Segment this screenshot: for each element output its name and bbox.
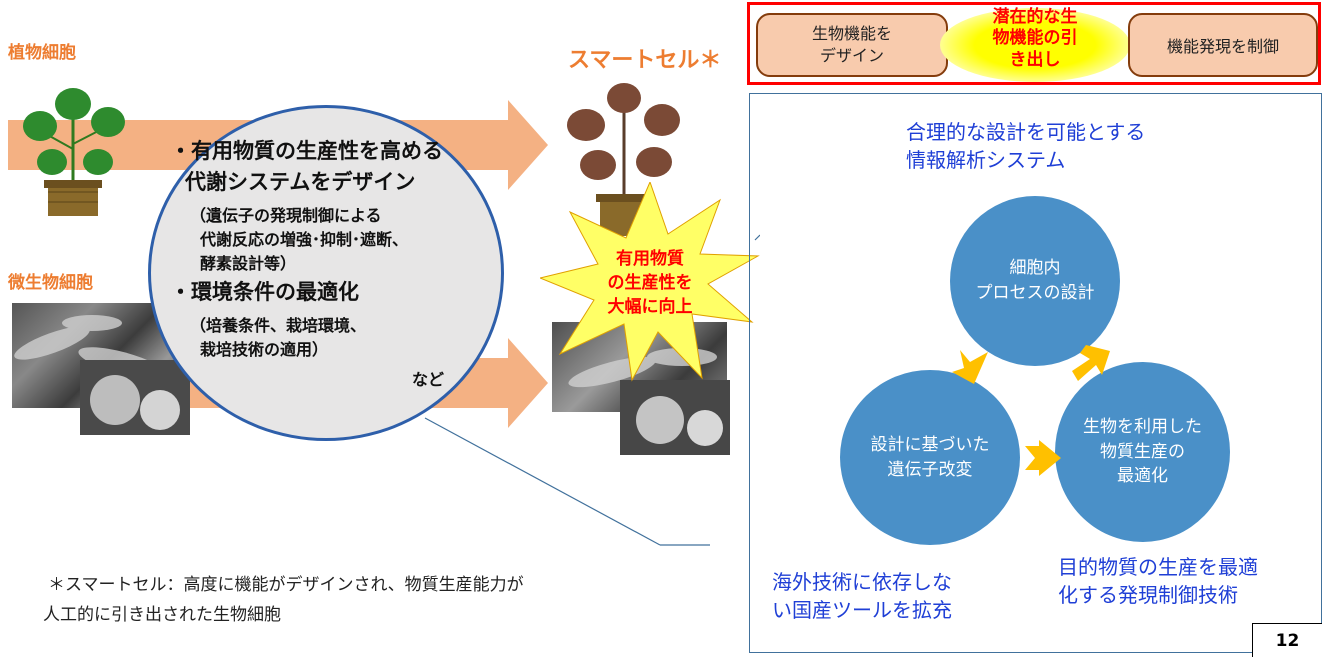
circle-production-optimization: 生物を利用した物質生産の最適化 bbox=[1055, 362, 1230, 542]
page-number: 12 bbox=[1252, 623, 1322, 657]
ellipse-point-1b: 代謝システムをデザイン bbox=[185, 170, 416, 194]
potential-line-1: 潜在的な生 bbox=[992, 7, 1078, 27]
ellipse-point-2: ・環境条件の最適化 bbox=[170, 280, 359, 304]
technology-panel bbox=[749, 93, 1322, 653]
circle-right-line-2: 物質生産の bbox=[1100, 441, 1185, 462]
design-ellipse bbox=[148, 105, 504, 441]
ellipse-sub-1: （遺伝子の発現制御による bbox=[190, 206, 382, 225]
smart-cell-plant-image bbox=[567, 83, 680, 236]
circle-right-line-3: 最適化 bbox=[1117, 466, 1168, 487]
ellipse-point-1: ・有用物質の生産性を高める bbox=[170, 139, 443, 163]
circle-right-line-1: 生物を利用した bbox=[1083, 417, 1202, 438]
plant-cell-label: 植物細胞 bbox=[8, 43, 76, 63]
plant-image bbox=[23, 88, 125, 216]
design-pill: 生物機能をデザイン bbox=[756, 13, 948, 77]
zoom-connector-lines bbox=[424, 234, 760, 546]
potential-line-3: き出し bbox=[1009, 49, 1061, 70]
control-pill: 機能発現を制御 bbox=[1128, 13, 1318, 77]
footnote-line-1: ＊スマートセル：高度に機能がデザインされ、物質生産能力が bbox=[48, 575, 524, 595]
expression-control-text: 目的物質の生産を最適 化する発現制御技術 bbox=[1058, 553, 1258, 609]
microbe-cell-label: 微生物細胞 bbox=[8, 273, 93, 293]
expression-control-line-1: 目的物質の生産を最適 bbox=[1058, 555, 1258, 579]
potential-highlight bbox=[940, 8, 1130, 82]
ellipse-sub-3: 酵素設計等） bbox=[200, 254, 297, 273]
smart-cell-microbe-photo-2 bbox=[620, 380, 730, 455]
burst-text: 有用物質 の生産性を 大幅に向上 bbox=[580, 248, 720, 319]
circle-left-line-2: 遺伝子改変 bbox=[887, 459, 973, 480]
top-summary-box bbox=[747, 2, 1321, 85]
info-system-text: 合理的な設計を可能とする 情報解析システム bbox=[906, 118, 1145, 174]
ellipse-sub-4: （培養条件、栽培環境、 bbox=[190, 316, 367, 335]
potential-line-2: 物機能の引 bbox=[992, 28, 1078, 49]
burst-line-2: の生産性を bbox=[607, 272, 693, 293]
circle-top-line-1: 細胞内 bbox=[1009, 258, 1061, 279]
circle-gene-modification: 設計に基づいた遺伝子改変 bbox=[840, 370, 1020, 545]
cycle-arrow-right-icon bbox=[1025, 440, 1061, 476]
cycle-arrow-up-icon bbox=[1072, 345, 1110, 381]
design-pill-line-2: デザイン bbox=[819, 46, 884, 65]
ellipse-sub-5: 栽培技術の適用） bbox=[200, 340, 329, 359]
potential-text: 潜在的な生 物機能の引 き出し bbox=[960, 7, 1110, 82]
circle-top-line-2: プロセスの設計 bbox=[975, 283, 1095, 303]
circle-cell-process-design: 細胞内プロセスの設計 bbox=[950, 196, 1120, 366]
circle-left-line-1: 設計に基づいた bbox=[870, 434, 990, 455]
footnote-line-2: 人工的に引き出された生物細胞 bbox=[43, 605, 281, 625]
microbe-photo-2 bbox=[80, 360, 190, 435]
productivity-burst bbox=[540, 182, 760, 382]
info-system-line-1: 合理的な設計を可能とする bbox=[906, 120, 1146, 144]
cycle-arrow-down-icon bbox=[952, 350, 988, 384]
domestic-tools-line-1: 海外技術に依存しな bbox=[772, 570, 952, 594]
control-pill-label: 機能発現を制御 bbox=[1166, 37, 1279, 56]
ellipse-sub-2: 代謝反応の増強･抑制･遮断、 bbox=[200, 230, 409, 249]
ellipse-etc: など bbox=[412, 370, 445, 389]
burst-line-3: 大幅に向上 bbox=[607, 296, 693, 317]
burst-line-1: 有用物質 bbox=[616, 249, 684, 269]
info-system-line-2: 情報解析システム bbox=[906, 148, 1066, 172]
expression-control-line-2: 化する発現制御技術 bbox=[1058, 583, 1238, 607]
domestic-tools-line-2: い国産ツールを拡充 bbox=[772, 598, 952, 622]
design-pill-line-1: 生物機能を bbox=[811, 24, 892, 44]
smart-cell-title: スマートセル＊ bbox=[568, 48, 722, 73]
domestic-tools-text: 海外技術に依存しな い国産ツールを拡充 bbox=[772, 568, 952, 624]
